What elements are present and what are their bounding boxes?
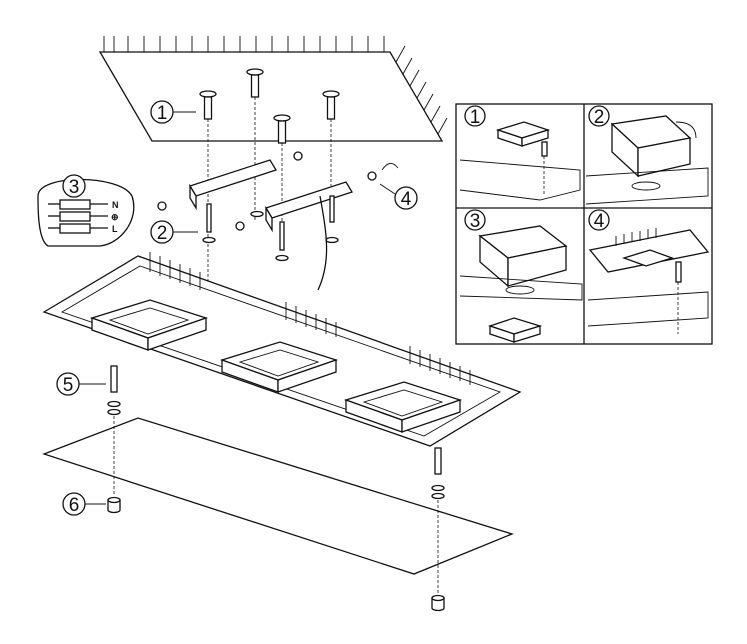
inset-panel-3-number: 3: [470, 211, 481, 232]
inset-panel-1-number: 1: [470, 107, 481, 128]
led-head-2: [219, 341, 339, 393]
step-2-number: 2: [157, 223, 168, 244]
step-4-number: 4: [401, 189, 412, 210]
wire-label-l: L: [112, 224, 118, 234]
ceiling-plate: [98, 36, 448, 142]
step-1-marker: 1: [150, 100, 196, 124]
cover-plate: [42, 417, 514, 575]
inset-panel-2-number: 2: [594, 107, 605, 128]
inset-panel-4-number: 4: [594, 211, 605, 232]
inset-panel-1: 1: [459, 105, 581, 201]
mounting-brackets: [157, 151, 399, 233]
inset-panel-2: 2: [585, 105, 709, 205]
inset-panels: 1 2 3: [455, 103, 713, 345]
step-5-marker: 5: [56, 372, 106, 396]
inset-panel-3: 3: [459, 209, 583, 343]
screws: [202, 195, 339, 262]
step-6-marker: 6: [62, 492, 106, 516]
step-5-number: 5: [63, 375, 74, 396]
terminal-block: [48, 199, 108, 234]
step-3-number: 3: [69, 177, 80, 198]
led-head-3: [343, 381, 463, 433]
step-1-number: 1: [157, 103, 168, 124]
led-head-1: [89, 299, 209, 351]
inset-panel-4: 4: [587, 209, 710, 334]
step-6-number: 6: [69, 495, 80, 516]
led-heads: [89, 299, 463, 433]
bolts: [107, 365, 445, 596]
wall-plugs: [199, 68, 340, 294]
wire-label-earth: ⊕: [111, 212, 119, 222]
wire-label-n: N: [112, 200, 119, 210]
step-2-marker: 2: [150, 220, 198, 244]
step-3-marker: 3: [62, 174, 86, 198]
end-caps: [107, 496, 445, 612]
wiring-detail: N ⊕ L: [37, 178, 135, 247]
power-cable: [317, 195, 328, 291]
step-4-marker: 4: [379, 183, 418, 210]
